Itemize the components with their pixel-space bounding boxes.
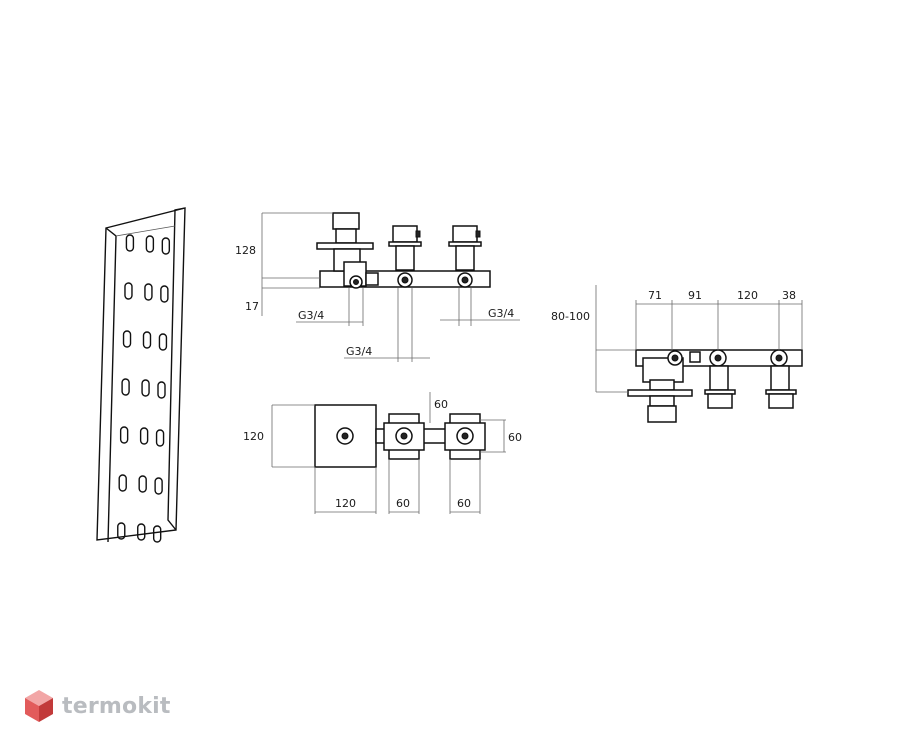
dim-thread-left: G3/4 <box>298 309 324 322</box>
rail-slot <box>141 379 150 397</box>
rail-slot <box>121 378 130 396</box>
dim-spacing-2: 91 <box>688 289 702 302</box>
dim-box-height: 120 <box>243 430 264 443</box>
brand-name: termokit <box>62 693 171 719</box>
rail-slot <box>161 237 171 255</box>
brand-logo: termokit <box>24 686 171 726</box>
front-view: 71 91 120 38 80-100 <box>551 285 803 423</box>
hexagon-logo-icon <box>25 690 53 722</box>
rail-slot <box>160 285 169 303</box>
dim-box-width: 120 <box>335 497 356 510</box>
rail-slot <box>155 429 165 447</box>
dim-valve-height: 60 <box>434 398 448 411</box>
rail-slot <box>137 523 146 541</box>
dim-spacing-1: 71 <box>648 289 662 302</box>
rail-slot <box>118 474 127 492</box>
dim-height-top: 128 <box>235 244 256 257</box>
dim-spacing-3: 120 <box>737 289 758 302</box>
side-view: 128 17 G3/4 G3/4 G3/4 <box>235 212 520 362</box>
dim-valve1-width: 60 <box>396 497 410 510</box>
rail-slot <box>144 283 153 301</box>
rail-slot <box>119 426 129 444</box>
mounting-rail <box>96 207 186 543</box>
rail-slot <box>154 477 163 495</box>
rail-slot <box>158 333 168 351</box>
dim-thread-right: G3/4 <box>488 307 514 320</box>
dim-thread-bottom: G3/4 <box>346 345 372 358</box>
top-view: 120 120 60 60 60 60 <box>243 392 522 514</box>
rail-slot <box>139 427 149 445</box>
rail-slots <box>117 234 171 543</box>
rail-slot <box>122 330 132 348</box>
rail-slot <box>124 282 133 300</box>
rail-slot <box>138 475 147 493</box>
dim-valve-height-right: 60 <box>508 431 522 444</box>
rail-slot <box>117 522 126 540</box>
rail-slot <box>145 235 155 253</box>
rail-slot <box>157 381 166 399</box>
dim-depth-range: 80-100 <box>551 310 590 323</box>
rail-slot <box>142 331 152 349</box>
rail-slot <box>152 525 162 543</box>
dim-valve2-width: 60 <box>457 497 471 510</box>
dim-spacing-4: 38 <box>782 289 796 302</box>
dim-height-bottom: 17 <box>245 300 259 313</box>
rail-slot <box>125 234 135 252</box>
